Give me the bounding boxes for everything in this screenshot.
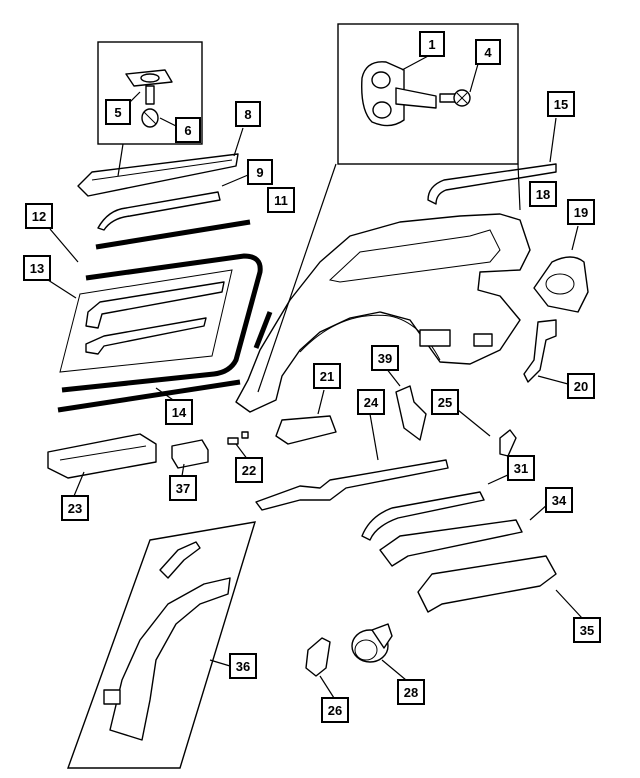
svg-text:26: 26 (328, 703, 342, 718)
svg-text:13: 13 (30, 261, 44, 276)
callout-9: 9 (247, 159, 273, 185)
callout-13: 13 (23, 255, 51, 281)
svg-text:6: 6 (184, 123, 191, 138)
svg-text:19: 19 (574, 205, 588, 220)
callout-6: 6 (175, 117, 201, 143)
part-bracket-25 (499, 429, 517, 457)
callout-34: 34 (545, 487, 573, 513)
part-fastener-clip (125, 69, 173, 128)
callout-21: 21 (313, 363, 341, 389)
leader-lines (47, 54, 583, 699)
svg-text:15: 15 (554, 97, 568, 112)
callout-19: 19 (567, 199, 595, 225)
callout-12: 12 (25, 203, 53, 229)
inset-frame-fastener (97, 41, 203, 145)
callout-28: 28 (397, 679, 425, 705)
svg-text:12: 12 (32, 209, 46, 224)
callout-23: 23 (61, 495, 89, 521)
callout-4: 4 (475, 39, 501, 65)
part-wheelhouse-31 (361, 491, 485, 541)
inset-frame-pillar (67, 521, 257, 769)
part-belt-rail-upper (85, 281, 225, 329)
svg-text:31: 31 (514, 461, 528, 476)
svg-text:24: 24 (364, 395, 379, 410)
part-grommet-28 (351, 623, 393, 663)
svg-text:39: 39 (378, 351, 392, 366)
svg-text:4: 4 (484, 45, 492, 60)
part-bracket (523, 319, 557, 383)
callout-22: 22 (235, 457, 263, 483)
part-wheelhouse-34 (379, 519, 523, 567)
part-striker-assembly (361, 61, 471, 127)
part-long-rail-24 (255, 459, 449, 511)
callout-37: 37 (169, 475, 197, 501)
callout-36: 36 (229, 653, 257, 679)
callout-15: 15 (547, 91, 575, 117)
part-upper-moulding (427, 163, 557, 205)
svg-text:37: 37 (176, 481, 190, 496)
part-quarter-panel (235, 213, 531, 413)
part-pillar-cap (159, 541, 201, 579)
callout-31: 31 (507, 455, 535, 481)
svg-text:21: 21 (320, 369, 334, 384)
part-pillar-panel (109, 577, 231, 741)
callout-5: 5 (105, 99, 131, 125)
part-plug-26 (305, 637, 331, 677)
part-drip-rail (97, 191, 221, 231)
callout-39: 39 (371, 345, 399, 371)
part-sill-23 (47, 433, 157, 479)
inset-frame-striker (337, 23, 519, 165)
callout-14: 14 (165, 399, 193, 425)
part-roof-rail (77, 153, 239, 197)
callout-1: 1 (419, 31, 445, 57)
svg-text:25: 25 (438, 395, 452, 410)
svg-text:8: 8 (244, 107, 251, 122)
svg-text:20: 20 (574, 379, 588, 394)
svg-text:35: 35 (580, 623, 594, 638)
part-bracket-39 (395, 385, 427, 441)
part-block-37 (171, 439, 209, 469)
part-clips-22 (227, 431, 249, 445)
callout-18: 18 (529, 181, 557, 207)
svg-text:5: 5 (114, 105, 121, 120)
callout-25: 25 (431, 389, 459, 415)
part-lamp-housing (533, 256, 589, 313)
part-extension-35 (417, 555, 557, 613)
svg-text:22: 22 (242, 463, 256, 478)
part-belt-rail-lower (85, 317, 207, 355)
svg-text:28: 28 (404, 685, 418, 700)
callout-20: 20 (567, 373, 595, 399)
svg-text:1: 1 (428, 37, 435, 52)
svg-text:11: 11 (274, 193, 288, 208)
callout-35: 35 (573, 617, 601, 643)
svg-text:9: 9 (256, 165, 263, 180)
callout-8: 8 (235, 101, 261, 127)
part-weatherstrips (57, 219, 273, 413)
callout-26: 26 (321, 697, 349, 723)
part-glass-outline (59, 269, 233, 373)
svg-text:18: 18 (536, 187, 550, 202)
svg-text:14: 14 (172, 405, 187, 420)
svg-text:36: 36 (236, 659, 250, 674)
svg-text:23: 23 (68, 501, 82, 516)
svg-text:34: 34 (552, 493, 567, 508)
part-reinforcement-21 (275, 415, 337, 445)
callout-24: 24 (357, 389, 385, 415)
callout-11: 11 (267, 187, 295, 213)
